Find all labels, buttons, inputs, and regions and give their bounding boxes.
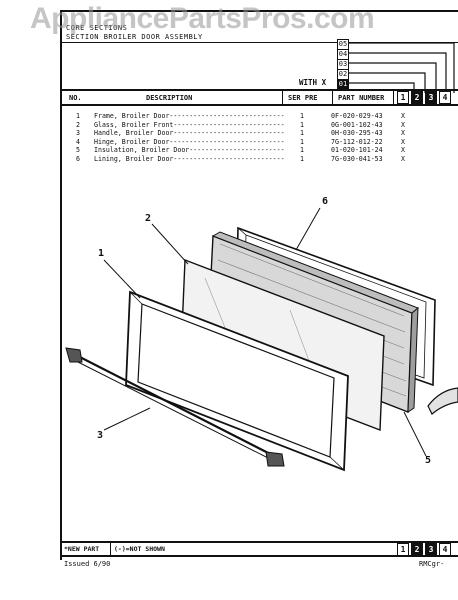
col-header-no: NO.	[69, 94, 82, 102]
footer-not-shown: (-)=NOT SHOWN	[114, 545, 165, 553]
version-connector-lines	[348, 42, 455, 93]
row-desc: Handle, Broiler Door--------------------…	[94, 129, 285, 137]
col-divider-1	[282, 89, 283, 104]
footer-new-part: *NEW PART	[64, 545, 100, 553]
row-desc: Hinge, Broiler Door---------------------…	[94, 137, 285, 146]
row-qty: 1	[300, 129, 304, 137]
row-no: 5	[76, 146, 80, 154]
row-no: 2	[76, 120, 80, 129]
header-rule-bottom	[62, 104, 458, 106]
footer-rule-top	[62, 541, 458, 543]
row-part: 0H-030-295-43	[331, 129, 383, 137]
footer-box-2: 2	[411, 543, 423, 556]
row-no: 1	[76, 112, 80, 120]
row-desc: Glass, Broiler Front--------------------…	[94, 120, 285, 129]
row-desc: Lining, Broiler Door--------------------…	[94, 154, 285, 163]
leader-1	[103, 259, 141, 299]
row-no: 6	[76, 154, 80, 163]
callout-6: 6	[322, 196, 329, 207]
row-part: 01-020-101-24	[331, 146, 383, 154]
row-mark: X	[401, 146, 405, 154]
doc-code: RMCgr-	[419, 560, 445, 568]
row-part: 0F-020-029-43	[331, 112, 383, 120]
row-qty: 1	[300, 137, 304, 146]
callout-2: 2	[145, 213, 152, 224]
leader-5	[403, 411, 427, 457]
row-qty: 1	[300, 146, 304, 154]
row-no: 3	[76, 129, 80, 137]
frame-part-1	[125, 290, 349, 472]
row-mark: X	[401, 120, 405, 129]
callout-3: 3	[97, 430, 104, 441]
hinge-part-4	[427, 387, 458, 415]
issued-date: Issued 6/90	[64, 560, 111, 568]
title-line-2: SECTION BROILER DOOR ASSEMBLY	[66, 33, 203, 41]
leader-3	[103, 407, 151, 431]
row-mark: X	[401, 137, 405, 146]
row-qty: 1	[300, 120, 304, 129]
footer-box-4: 4	[439, 543, 451, 556]
footer-rule-bottom	[62, 555, 458, 557]
watermark: AppliancePartsPros.com	[30, 2, 375, 35]
with-x-label: WITH X	[299, 78, 327, 87]
col-box-3: 3	[425, 91, 437, 104]
col-header-ser-pre: SER PRE	[288, 94, 318, 102]
col-divider-2	[332, 89, 333, 104]
title-rule	[62, 42, 458, 43]
footer-box-1: 1	[397, 543, 409, 556]
row-part: 7G-030-041-53	[331, 154, 383, 163]
handle-part-3	[65, 347, 285, 467]
row-part: 0G-001-102-43	[331, 120, 383, 129]
title-line-1: CORE SECTIONS	[66, 24, 128, 32]
row-mark: X	[401, 154, 405, 163]
page-frame	[60, 10, 458, 560]
row-mark: X	[401, 129, 405, 137]
footer-divider	[110, 542, 111, 555]
version-box-group: 05 04 03 02 01	[336, 33, 458, 90]
leader-6	[295, 207, 321, 251]
row-qty: 1	[300, 154, 304, 163]
col-box-1: 1	[397, 91, 409, 104]
row-no: 4	[76, 137, 80, 146]
col-box-4: 4	[439, 91, 451, 104]
row-desc: Insulation, Broiler Door----------------…	[94, 146, 285, 154]
col-header-part-number: PART NUMBER	[338, 94, 385, 102]
col-box-2: 2	[411, 91, 423, 104]
parts-diagram	[65, 207, 458, 472]
row-mark: X	[401, 112, 405, 120]
callout-1: 1	[98, 248, 105, 259]
col-divider-3	[393, 89, 394, 104]
callout-5: 5	[425, 455, 432, 466]
col-header-description: DESCRIPTION	[146, 94, 193, 102]
row-desc: Frame, Broiler Door---------------------…	[94, 112, 285, 120]
leader-2	[151, 223, 189, 265]
row-part: 7G-112-012-22	[331, 137, 383, 146]
row-qty: 1	[300, 112, 304, 120]
footer-box-3: 3	[425, 543, 437, 556]
header-rule-top	[62, 89, 458, 91]
